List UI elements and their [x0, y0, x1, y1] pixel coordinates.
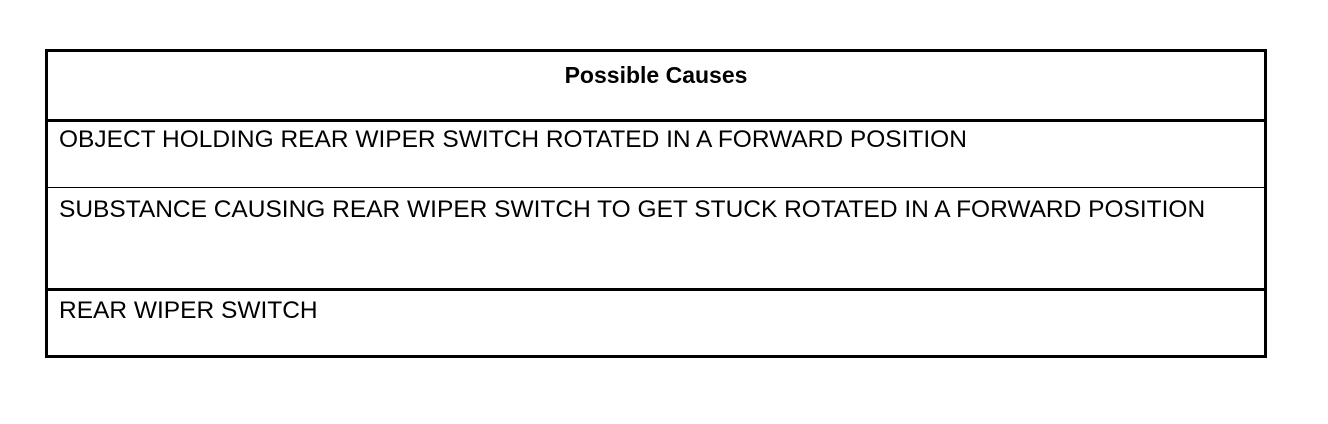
possible-causes-table: Possible Causes OBJECT HOLDING REAR WIPE…	[45, 49, 1267, 358]
table-row: OBJECT HOLDING REAR WIPER SWITCH ROTATED…	[48, 122, 1264, 188]
table-row: SUBSTANCE CAUSING REAR WIPER SWITCH TO G…	[48, 188, 1264, 291]
table-header: Possible Causes	[48, 52, 1264, 122]
table-row: REAR WIPER SWITCH	[59, 297, 318, 324]
